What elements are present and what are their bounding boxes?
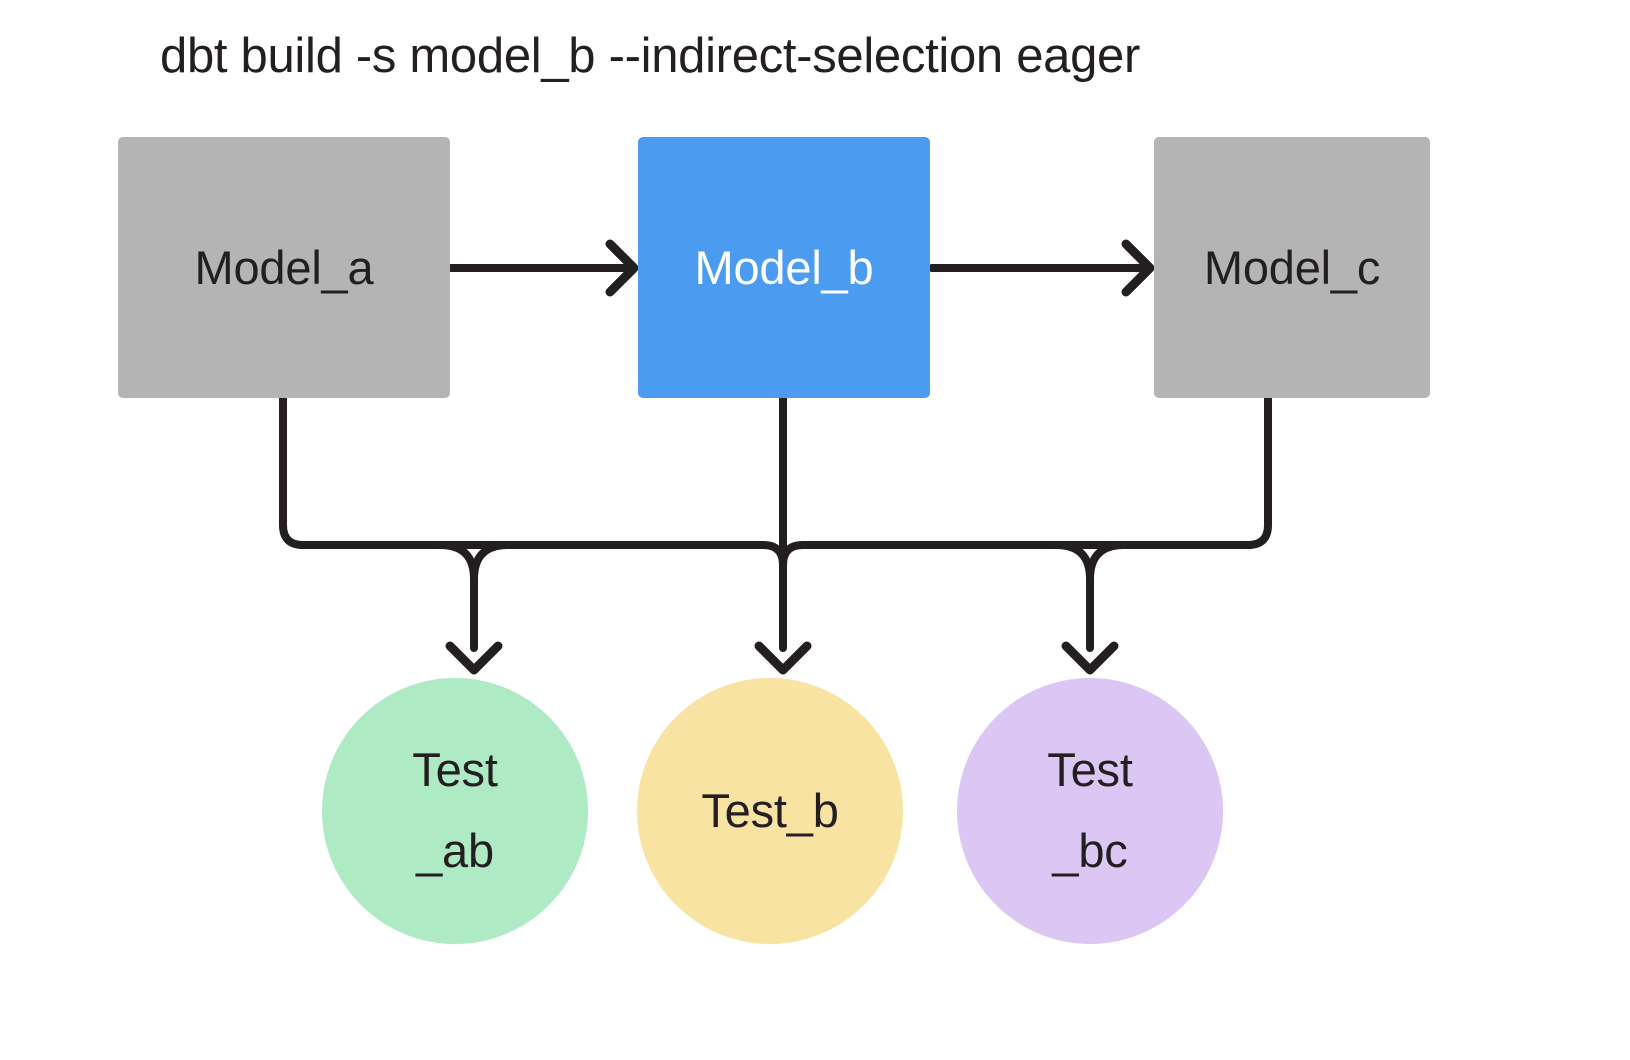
node-model-a[interactable]: Model_a — [118, 137, 450, 398]
node-test-bc-label-line2: _bc — [1052, 824, 1128, 877]
node-model-c[interactable]: Model_c — [1154, 137, 1430, 398]
diagram-title: dbt build -s model_b --indirect-selectio… — [160, 29, 1141, 83]
node-test-b-label-line1: Test_b — [701, 783, 839, 837]
edge-model-c-to-test-bc — [1120, 394, 1272, 549]
node-test-b[interactable]: Test_b — [637, 678, 903, 944]
node-test-bc-label-line1: Test — [1047, 743, 1133, 797]
edge-model-b-to-test-b — [759, 394, 807, 670]
node-test-ab[interactable]: Test _ab — [322, 678, 588, 944]
node-model-b-label: Model_b — [694, 241, 874, 294]
node-test-ab-label-line2: _ab — [416, 824, 494, 877]
node-model-b[interactable]: Model_b — [638, 137, 930, 398]
edge-junction-to-test-ab — [436, 541, 512, 670]
node-test-bc[interactable]: Test _bc — [957, 678, 1223, 944]
node-model-a-label: Model_a — [194, 241, 374, 294]
edge-model-b-bus-fillets — [759, 541, 807, 569]
edge-model-a-to-test-ab — [279, 394, 444, 549]
node-test-ab-label-line1: Test — [412, 743, 498, 797]
edge-model-a-to-model-b — [444, 244, 634, 292]
node-model-c-label: Model_c — [1203, 241, 1381, 294]
edge-junction-to-test-bc — [1052, 541, 1128, 670]
edge-model-b-to-model-c — [928, 244, 1150, 292]
